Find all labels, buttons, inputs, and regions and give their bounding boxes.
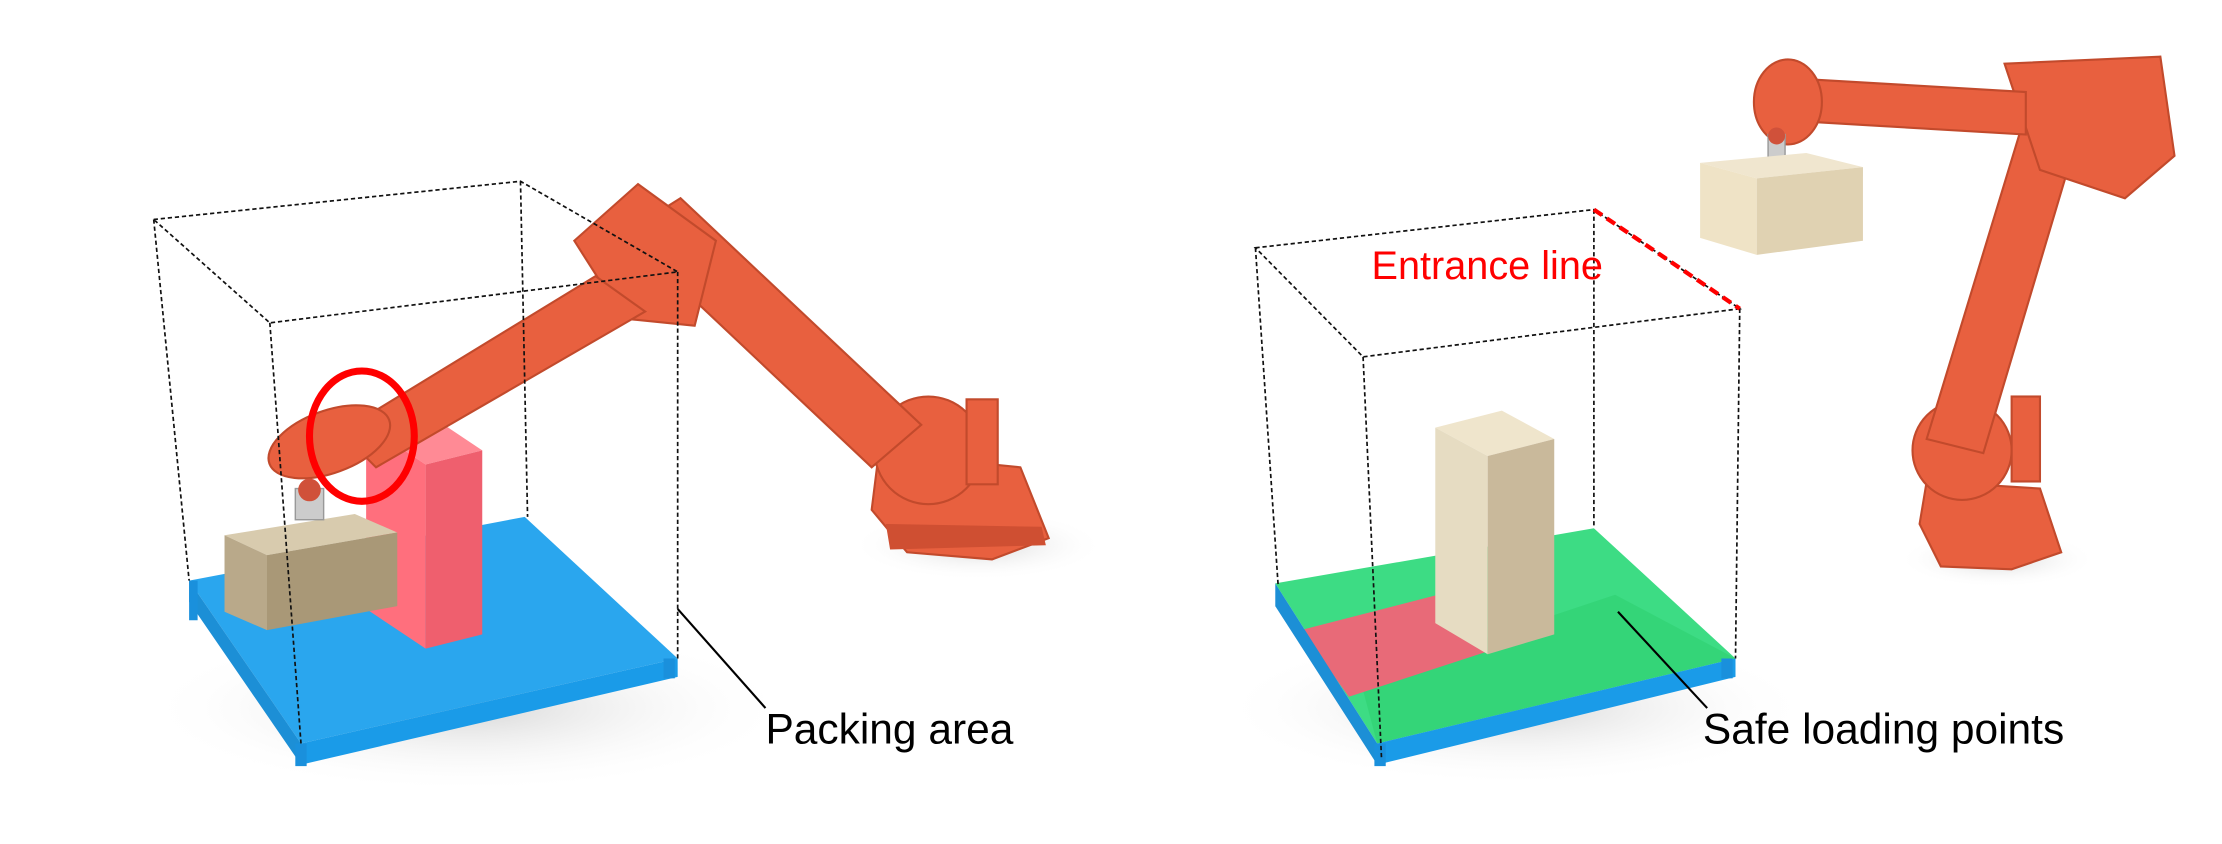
left-panel: Packing area	[142, 180, 1106, 794]
entrance-line	[1592, 207, 1741, 311]
packing-area-cube	[151, 180, 681, 744]
collision-highlight-circle	[305, 367, 418, 505]
packing-area-label: Packing area	[765, 706, 1013, 753]
safe-points-leader-line	[1617, 611, 1708, 709]
hanging-box	[1700, 152, 1863, 255]
packing-area-leader-line	[676, 608, 767, 709]
robot-arm-right	[1752, 55, 2176, 571]
robot-arm-left	[267, 182, 1051, 561]
carried-box	[224, 514, 398, 631]
entrance-line-label: Entrance line	[1372, 244, 1603, 288]
right-panel: Entrance line Safe loading points	[1218, 55, 2176, 786]
safe-loading-points-label: Safe loading points	[1703, 706, 2064, 753]
tall-box	[1435, 410, 1555, 655]
